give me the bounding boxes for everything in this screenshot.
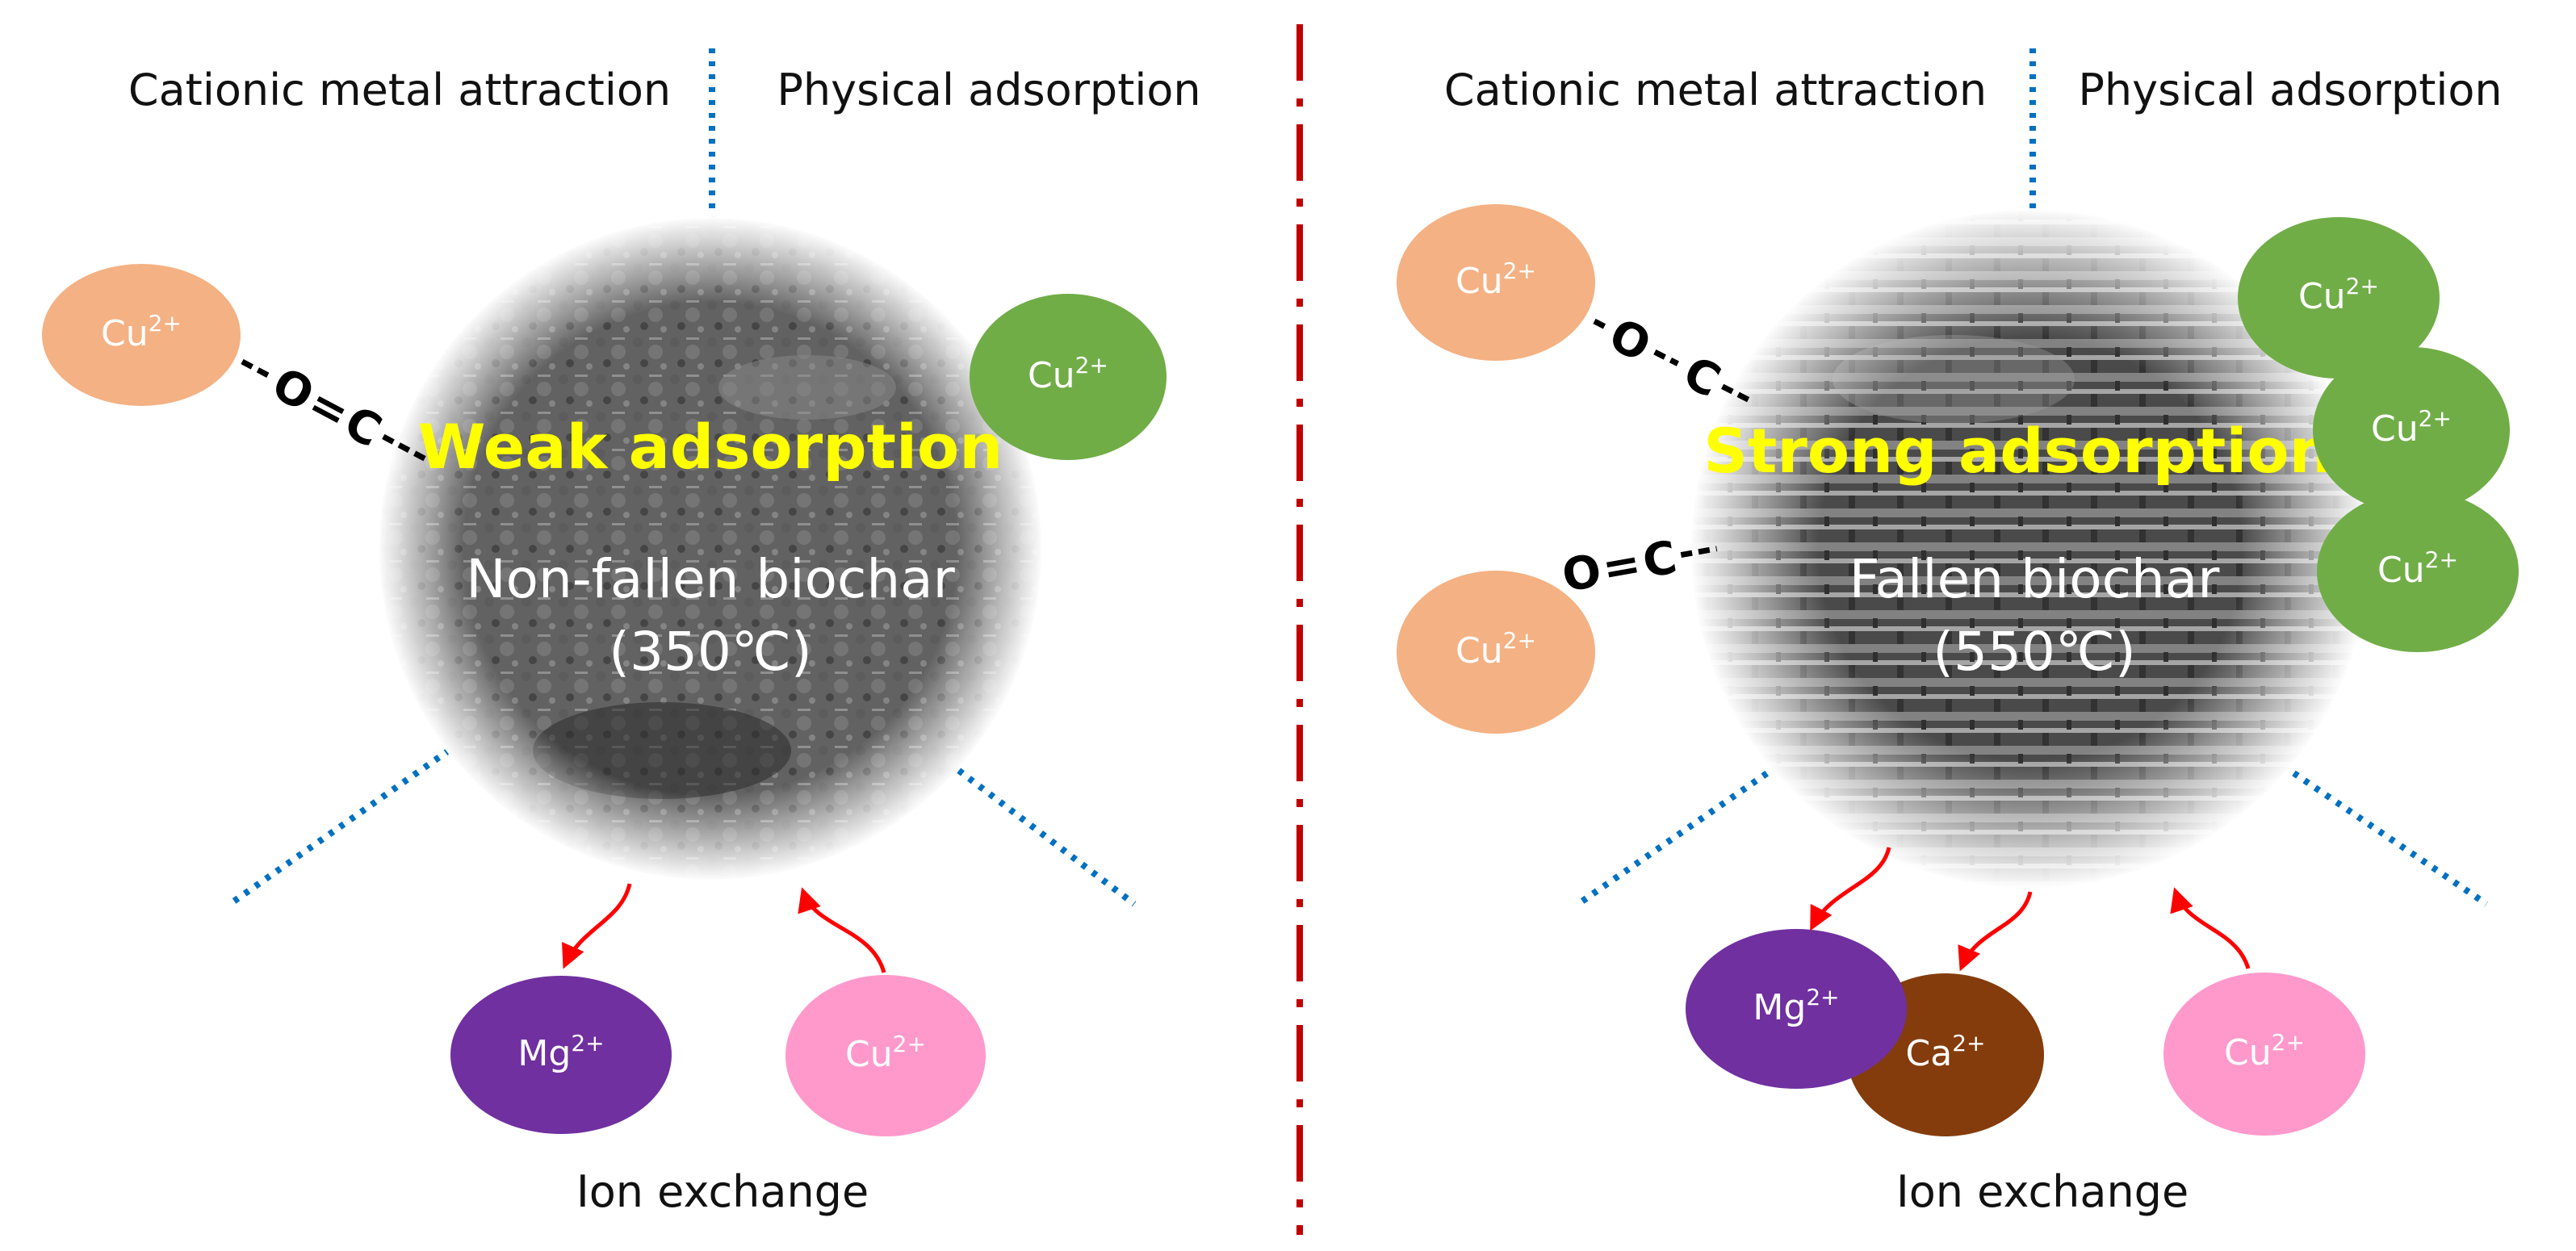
svg-text:Cu2+: Cu2+ bbox=[2371, 405, 2452, 450]
svg-text:Cu2+: Cu2+ bbox=[101, 310, 182, 354]
svg-text:Cu2+: Cu2+ bbox=[2298, 273, 2379, 317]
right-biochar-sphere bbox=[1690, 208, 2371, 889]
left-ion-mg-exchange: Mg2+ bbox=[450, 976, 672, 1134]
left-dotted-line-lower-right bbox=[946, 759, 1137, 907]
left-heading-physical: Physical adsorption bbox=[777, 65, 1200, 115]
svg-text:Cu2+: Cu2+ bbox=[1456, 257, 1536, 302]
left-heading-ion-exchange: Ion exchange bbox=[576, 1166, 869, 1217]
right-heading-physical: Physical adsorption bbox=[2078, 65, 2502, 115]
left-biochar-temp: (350℃) bbox=[609, 621, 812, 683]
right-dotted-line-lower-left bbox=[1576, 755, 1791, 907]
right-dotted-line-lower-right bbox=[2270, 755, 2489, 907]
right-panel: Cationic metal attraction Physical adsor… bbox=[1397, 48, 2519, 1217]
left-arrow-release bbox=[562, 883, 632, 969]
svg-text:Cu2+: Cu2+ bbox=[845, 1031, 926, 1075]
right-heading-cationic: Cationic metal attraction bbox=[1444, 65, 1987, 115]
right-ion-cu-physical-3: Cu2+ bbox=[2317, 491, 2519, 652]
left-biochar-sphere bbox=[378, 216, 1043, 881]
left-ion-cu-cationic: Cu2+ bbox=[42, 264, 241, 406]
svg-text:=: = bbox=[1598, 538, 1644, 596]
left-center-label: Weak adsorption bbox=[418, 411, 1003, 483]
left-biochar-name: Non-fallen biochar bbox=[466, 548, 955, 610]
right-ion-cu-cationic-1: Cu2+ bbox=[1397, 204, 1595, 361]
svg-text:Cu2+: Cu2+ bbox=[1028, 352, 1108, 396]
svg-text:O: O bbox=[1601, 308, 1659, 373]
left-panel: Cationic metal attraction Physical adsor… bbox=[42, 48, 1201, 1217]
svg-text:Mg2+: Mg2+ bbox=[1753, 984, 1839, 1028]
left-dotted-line-lower-left bbox=[228, 739, 463, 907]
svg-text:C: C bbox=[1639, 531, 1681, 588]
svg-text:Cu2+: Cu2+ bbox=[2224, 1029, 2305, 1073]
svg-text:Ca2+: Ca2+ bbox=[1906, 1030, 1986, 1074]
right-ion-cu-physical-2: Cu2+ bbox=[2313, 347, 2510, 513]
right-oc-bond-lower: O = C bbox=[1558, 531, 1718, 603]
right-arrow-release-ca bbox=[1958, 891, 2033, 972]
right-arrow-release-mg bbox=[1810, 847, 1891, 931]
right-heading-ion-exchange: Ion exchange bbox=[1896, 1166, 2189, 1217]
svg-text:O: O bbox=[1558, 545, 1605, 603]
left-heading-cationic: Cationic metal attraction bbox=[128, 65, 671, 115]
right-ion-mg-exchange: Mg2+ bbox=[1686, 929, 1907, 1089]
svg-text:Cu2+: Cu2+ bbox=[2377, 546, 2458, 591]
right-ion-cu-exchange: Cu2+ bbox=[2163, 973, 2365, 1136]
svg-text:C: C bbox=[1675, 346, 1728, 408]
svg-text:Cu2+: Cu2+ bbox=[1456, 627, 1536, 672]
left-ion-cu-exchange: Cu2+ bbox=[785, 975, 986, 1136]
right-ion-cu-physical-1: Cu2+ bbox=[2238, 217, 2440, 379]
right-ion-cu-cationic-2: Cu2+ bbox=[1397, 571, 1595, 734]
right-biochar-name: Fallen biochar bbox=[1849, 548, 2221, 610]
right-arrow-uptake bbox=[2170, 887, 2251, 969]
right-center-label: Strong adsorption bbox=[1703, 415, 2332, 487]
svg-text:Mg2+: Mg2+ bbox=[517, 1030, 604, 1074]
left-ion-cu-physical: Cu2+ bbox=[970, 294, 1167, 460]
left-arrow-uptake bbox=[798, 887, 886, 973]
right-biochar-temp: (550℃) bbox=[1933, 621, 2136, 683]
